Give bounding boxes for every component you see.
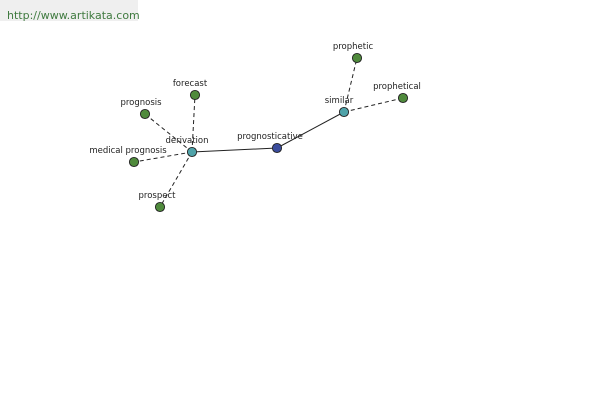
node-label-prophetic[interactable]: prophetic bbox=[333, 42, 374, 52]
node-label-prospect[interactable]: prospect bbox=[139, 191, 177, 201]
node-derivation[interactable] bbox=[186, 146, 198, 158]
node-forecast[interactable] bbox=[189, 89, 201, 101]
edge-similar-prognosticative bbox=[276, 111, 345, 149]
node-prophetic[interactable] bbox=[351, 52, 363, 64]
node-label-prophetical[interactable]: prophetical bbox=[373, 82, 421, 92]
labels-layer: prognosticative derivation similar forecast… bbox=[89, 42, 421, 201]
node-label-medical-prognosis[interactable]: medical prognosis bbox=[89, 146, 167, 156]
edge-derivation-prognosis bbox=[144, 113, 193, 153]
node-prospect[interactable] bbox=[154, 201, 166, 213]
edge-derivation-prospect bbox=[159, 151, 193, 208]
url-banner[interactable]: http://www.artikata.com bbox=[0, 0, 140, 22]
node-similar[interactable] bbox=[338, 106, 350, 118]
edge-derivation-medical-prognosis bbox=[133, 151, 193, 163]
node-label-prognosticative[interactable]: prognosticative bbox=[237, 132, 303, 142]
node-prognosticative[interactable] bbox=[271, 142, 283, 154]
node-medical-prognosis[interactable] bbox=[128, 156, 140, 168]
edges-layer bbox=[133, 57, 404, 208]
url-link[interactable]: http://www.artikata.com bbox=[7, 9, 140, 22]
node-prognosis[interactable] bbox=[139, 108, 151, 120]
edge-similar-prophetic bbox=[343, 57, 358, 113]
nodes-layer bbox=[128, 52, 409, 213]
edge-derivation-forecast bbox=[191, 94, 196, 153]
node-label-prognosis[interactable]: prognosis bbox=[120, 98, 162, 108]
node-label-derivation[interactable]: derivation bbox=[165, 136, 208, 146]
edge-derivation-prognosticative bbox=[191, 147, 278, 153]
node-label-similar[interactable]: similar bbox=[325, 96, 354, 106]
node-prophetical[interactable] bbox=[397, 92, 409, 104]
node-label-forecast[interactable]: forecast bbox=[173, 79, 208, 89]
edge-similar-prophetical bbox=[343, 97, 404, 113]
